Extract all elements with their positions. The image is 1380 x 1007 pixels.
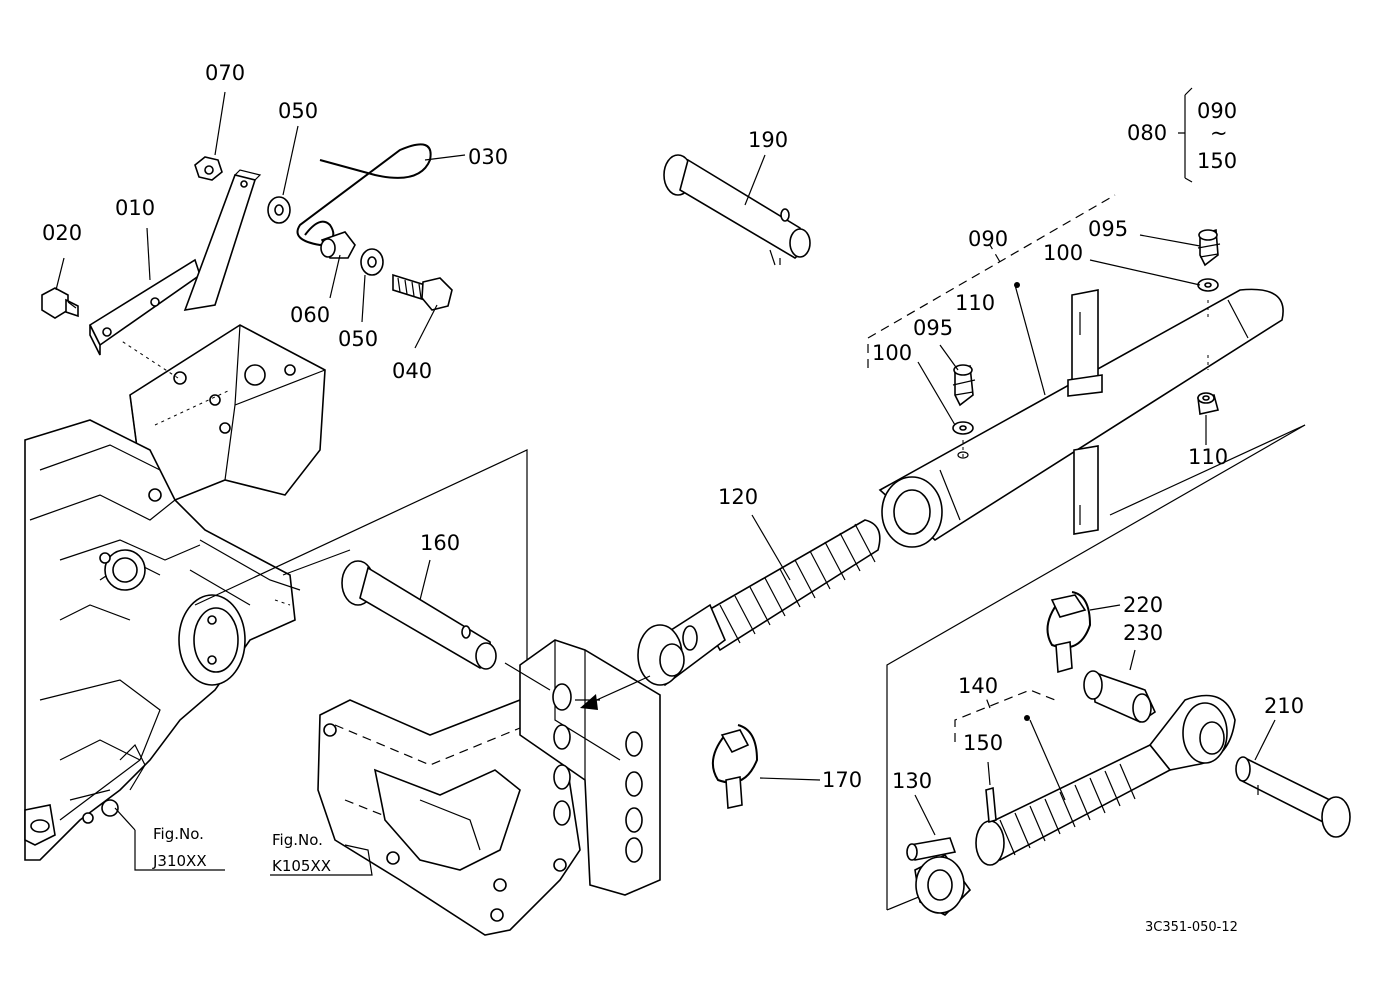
leader-lines bbox=[55, 87, 1276, 876]
direction-arrow bbox=[580, 675, 651, 710]
part-030-clip bbox=[296, 143, 432, 247]
axis-dots-nipples bbox=[962, 300, 1209, 458]
lower-link-assembly bbox=[975, 694, 1236, 866]
label-080: 080 bbox=[1127, 121, 1167, 145]
part-020-bolt bbox=[41, 287, 79, 319]
label-140: 140 bbox=[958, 674, 998, 698]
part-220-linch-pin bbox=[1046, 591, 1092, 674]
label-110-top: 110 bbox=[955, 291, 995, 315]
part-170-linch-pin bbox=[711, 724, 759, 809]
label-100-right: 100 bbox=[1043, 241, 1083, 265]
label-090: 090 bbox=[968, 227, 1008, 251]
part-010-plate bbox=[88, 169, 262, 356]
label-010: 010 bbox=[115, 196, 155, 220]
label-050-top: 050 bbox=[278, 99, 318, 123]
figref-k105-code: K105XX bbox=[272, 857, 331, 875]
label-230: 230 bbox=[1123, 621, 1163, 645]
label-095-left: 095 bbox=[913, 316, 953, 340]
label-220: 220 bbox=[1123, 593, 1163, 617]
dot-marker-140 bbox=[1024, 715, 1030, 721]
bracket-140-assembly bbox=[954, 689, 1056, 742]
label-170: 170 bbox=[822, 768, 862, 792]
bracket-090-assembly bbox=[867, 194, 1116, 368]
label-080-range-sep: ~ bbox=[1210, 121, 1228, 145]
label-080-range-end: 150 bbox=[1197, 149, 1237, 173]
label-150: 150 bbox=[963, 731, 1003, 755]
part-190-pin bbox=[663, 154, 811, 259]
label-100-left: 100 bbox=[872, 341, 912, 365]
leader-bracket-mount bbox=[119, 339, 179, 379]
part-230-spacer bbox=[1083, 670, 1157, 723]
part-050-washer-bottom bbox=[360, 248, 384, 276]
part-095-grease-nipple-right bbox=[1197, 228, 1221, 267]
label-080-range-start: 090 bbox=[1197, 99, 1237, 123]
label-130: 130 bbox=[892, 769, 932, 793]
label-190: 190 bbox=[748, 128, 788, 152]
label-070: 070 bbox=[205, 61, 245, 85]
figref-j310-title: Fig.No. bbox=[153, 825, 204, 843]
label-120: 120 bbox=[718, 485, 758, 509]
part-040-bolt bbox=[392, 273, 453, 311]
part-150-roll-pin bbox=[985, 786, 997, 824]
hitch-bracket bbox=[317, 639, 661, 936]
part-100-washer-left bbox=[952, 421, 974, 435]
part-110-barrel bbox=[878, 288, 1284, 548]
part-095-grease-nipple-left bbox=[952, 364, 976, 407]
figref-j310-code: J310XX bbox=[152, 852, 207, 870]
part-130-nut bbox=[906, 837, 972, 916]
frame-line-lower-link bbox=[886, 424, 1306, 910]
label-050-bottom: 050 bbox=[338, 327, 378, 351]
dot-marker-110 bbox=[1014, 282, 1020, 288]
label-210: 210 bbox=[1264, 694, 1304, 718]
label-020: 020 bbox=[42, 221, 82, 245]
part-160-pin bbox=[341, 560, 497, 670]
part-050-washer-top bbox=[267, 196, 291, 224]
part-120-threaded-end bbox=[637, 519, 881, 687]
label-030: 030 bbox=[468, 145, 508, 169]
part-110-bushing bbox=[1197, 392, 1219, 415]
figref-k105-title: Fig.No. bbox=[272, 831, 323, 849]
label-060: 060 bbox=[290, 303, 330, 327]
part-210-pin bbox=[1235, 756, 1351, 838]
label-160: 160 bbox=[420, 531, 460, 555]
label-040: 040 bbox=[392, 359, 432, 383]
label-110-bottom: 110 bbox=[1188, 445, 1228, 469]
drawing-code: 3C351-050-12 bbox=[1145, 920, 1238, 935]
transmission-housing bbox=[24, 324, 326, 861]
part-060-bushing bbox=[320, 231, 356, 259]
label-095-right: 095 bbox=[1088, 217, 1128, 241]
part-100-washer-right bbox=[1197, 278, 1219, 292]
part-070-nut bbox=[194, 156, 223, 181]
